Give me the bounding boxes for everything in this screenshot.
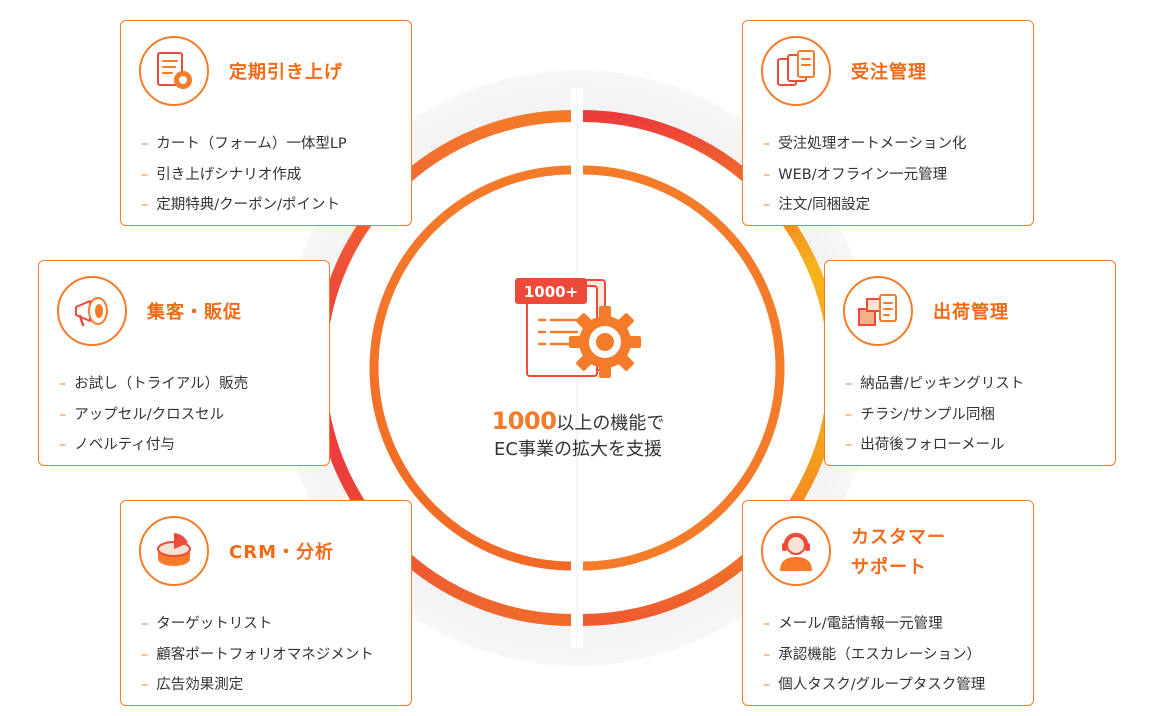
list-item: –お試し（トライアル）販売	[59, 376, 249, 392]
headset-operator-icon	[761, 516, 831, 586]
list-item: –定期特典/クーポン/ポイント	[141, 197, 341, 213]
list-item: –カート（フォーム）一体型LP	[141, 136, 347, 152]
list-item: –メール/電話情報一元管理	[763, 616, 943, 632]
list-item: –ノベルティ付与	[59, 437, 175, 453]
list-item: –受注処理オートメーション化	[763, 136, 967, 152]
list-item: –引き上げシナリオ作成	[141, 166, 302, 183]
boxes-clipboard-icon	[843, 276, 913, 346]
feature-list: –受注処理オートメーション化 –WEB/オフライン一元管理 –注文/同梱設定	[763, 129, 966, 221]
list-item: –個人タスク/グループタスク管理	[763, 677, 986, 693]
features-gear-document-icon: 1000+	[515, 278, 641, 378]
pie-chart-icon	[139, 516, 209, 586]
documents-icon	[761, 36, 831, 106]
card-title-line1: カスタマー	[851, 527, 946, 548]
feature-list: –ターゲットリスト –顧客ポートフォリオマネジメント –広告効果測定	[141, 609, 374, 701]
inner-ring-right-arc	[581, 165, 785, 571]
inner-ring-left-arc	[369, 165, 573, 571]
list-item: –承認機能（エスカレーション）	[763, 646, 981, 663]
list-item: –チラシ/サンプル同梱	[845, 406, 995, 423]
center-caption: 1000以上の機能で EC事業の拡大を支援	[430, 408, 726, 463]
center-caption-line2: EC事業の拡大を支援	[494, 439, 662, 460]
card-title-line2: サポート	[851, 557, 927, 578]
list-item: –WEB/オフライン一元管理	[763, 166, 948, 183]
feature-list: –お試し（トライアル）販売 –アップセル/クロスセル –ノベルティ付与	[59, 369, 248, 461]
card-shukka: 出荷管理 –納品書/ピッキングリスト –チラシ/サンプル同梱 –出荷後フォローメ…	[824, 260, 1116, 466]
card-juchu: 受注管理 –受注処理オートメーション化 –WEB/オフライン一元管理 –注文/同…	[742, 20, 1034, 226]
list-item: –納品書/ピッキングリスト	[845, 376, 1025, 392]
card-title: 集客・販促	[147, 302, 242, 323]
feature-list: –カート（フォーム）一体型LP –引き上げシナリオ作成 –定期特典/クーポン/ポ…	[141, 129, 347, 221]
list-item: –注文/同梱設定	[763, 197, 871, 213]
card-title: カスタマー サポート	[851, 501, 946, 605]
center-caption-rest: 以上の機能で	[556, 413, 665, 434]
document-gear-icon	[139, 36, 209, 106]
feature-list: –メール/電話情報一元管理 –承認機能（エスカレーション） –個人タスク/グルー…	[763, 609, 985, 701]
list-item: –ターゲットリスト	[141, 616, 273, 632]
card-title: 定期引き上げ	[229, 62, 343, 83]
card-crm: CRM・分析 –ターゲットリスト –顧客ポートフォリオマネジメント –広告効果測…	[120, 500, 412, 706]
list-item: –アップセル/クロスセル	[59, 406, 225, 423]
card-title: 出荷管理	[933, 302, 1009, 323]
card-shukyaku: 集客・販促 –お試し（トライアル）販売 –アップセル/クロスセル –ノベルティ付…	[38, 260, 330, 466]
list-item: –広告効果測定	[141, 677, 244, 693]
card-support: カスタマー サポート –メール/電話情報一元管理 –承認機能（エスカレーション）…	[742, 500, 1034, 706]
card-title: 受注管理	[851, 62, 927, 83]
center-caption-line1: 1000以上の機能で	[430, 408, 726, 437]
list-item: –出荷後フォローメール	[845, 437, 1005, 453]
card-title: CRM・分析	[229, 542, 334, 563]
megaphone-icon	[57, 276, 127, 346]
list-item: –顧客ポートフォリオマネジメント	[141, 646, 374, 663]
feature-list: –納品書/ピッキングリスト –チラシ/サンプル同梱 –出荷後フォローメール	[845, 369, 1024, 461]
icon-badge-label: 1000+	[524, 283, 578, 301]
card-teiki: 定期引き上げ –カート（フォーム）一体型LP –引き上げシナリオ作成 –定期特典…	[120, 20, 412, 226]
center-count: 1000	[491, 407, 557, 435]
